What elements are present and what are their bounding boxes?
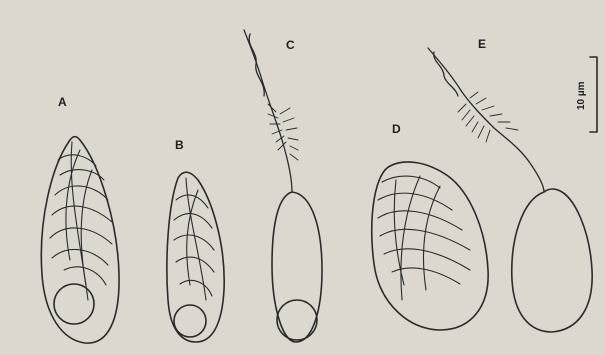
cell-c: C <box>244 30 322 342</box>
cell-e: E <box>428 37 592 332</box>
label-e: E <box>478 37 486 51</box>
cell-d: D <box>372 122 488 330</box>
cell-a-fibrils <box>50 142 112 300</box>
cell-e-flagellum <box>428 48 544 192</box>
label-a: A <box>58 95 67 109</box>
scale-bar-line <box>590 57 597 132</box>
label-c: C <box>286 38 295 52</box>
scale-bar: 10 µm <box>576 57 597 132</box>
cell-b-nucleus <box>174 305 206 337</box>
cell-d-body <box>372 162 488 330</box>
cell-e-body <box>512 189 592 332</box>
label-b: B <box>175 138 184 152</box>
cell-d-fibrils <box>378 176 470 300</box>
cell-b: B <box>167 138 224 342</box>
cell-c-nucleus <box>277 300 317 340</box>
cell-a: A <box>41 95 119 343</box>
scale-bar-label: 10 µm <box>576 81 587 110</box>
label-d: D <box>392 122 401 136</box>
cell-c-body <box>272 192 322 342</box>
cell-b-fibrils <box>174 178 214 300</box>
cell-a-nucleus <box>54 284 94 324</box>
